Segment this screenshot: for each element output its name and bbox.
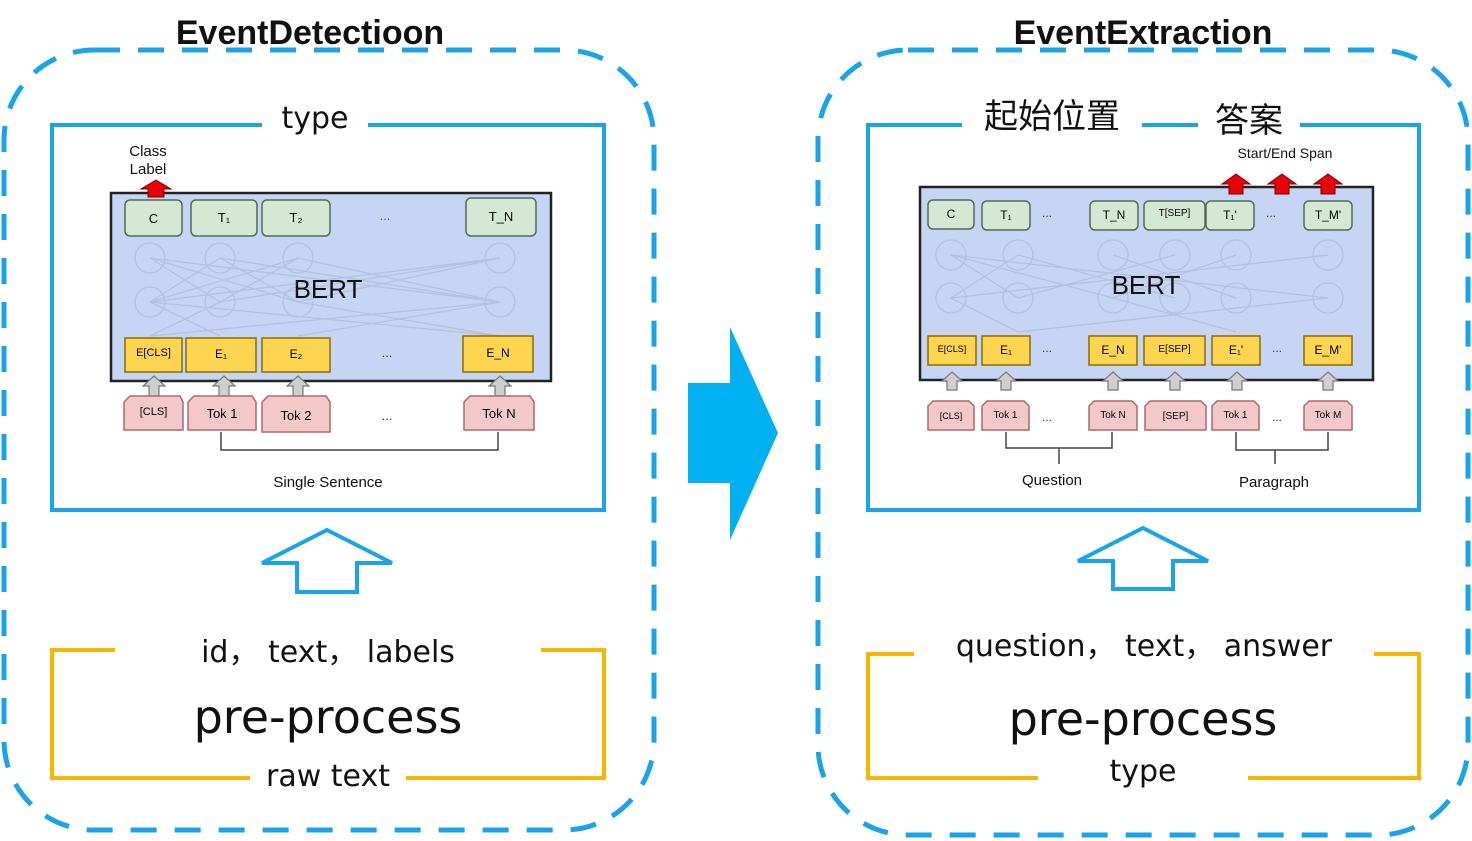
left-flow-up-arrow <box>261 527 393 594</box>
left-bert-label: BERT <box>293 274 363 304</box>
right-token-p1: Tok 1 <box>1223 410 1248 421</box>
right-embedding-boxes <box>927 335 1353 366</box>
right-flow-up-arrow <box>1077 525 1209 591</box>
left-token-boxes <box>123 395 535 433</box>
right-bert-label: BERT <box>1111 270 1181 300</box>
right-start-position-label: 起始位置 <box>962 100 1142 134</box>
start-end-span-label: Start/End Span <box>1237 145 1333 161</box>
right-output-tm-prime: T_M' <box>1314 208 1342 222</box>
event-extraction-title: EventExtraction <box>1013 14 1273 52</box>
right-embed-en: E_N <box>1101 343 1125 357</box>
left-output-boxes <box>124 197 537 237</box>
paragraph-caption: Paragraph <box>1238 474 1310 491</box>
left-token-cls: [CLS] <box>139 406 168 418</box>
left-embed-e1: E₁ <box>214 347 228 361</box>
right-token-qn: Tok N <box>1100 410 1126 421</box>
right-token-q1: Tok 1 <box>993 410 1018 421</box>
right-token-boxes <box>927 400 1353 431</box>
right-output-t1-prime: T₁' <box>1223 208 1237 222</box>
left-embed-e2: E₂ <box>289 347 303 361</box>
left-output-tn: T_N <box>488 209 514 224</box>
right-type-label: type <box>1038 757 1248 787</box>
question-caption: Question <box>1021 472 1083 489</box>
left-class-label-arrow <box>139 179 173 198</box>
left-input-fields: id， text， labels <box>115 638 541 668</box>
event-detection-panel <box>1 47 657 833</box>
right-embed-e1: E₁ <box>999 343 1013 357</box>
event-detection-title: EventDetectioon <box>175 14 445 52</box>
right-output-tn: T_N <box>1102 208 1126 222</box>
left-bert-network <box>134 242 516 337</box>
left-embed-en: E_N <box>486 346 510 360</box>
right-input-fields: question， text， answer <box>914 632 1374 662</box>
left-output-ellipsis: ... <box>379 208 391 223</box>
right-token-pm: Tok M <box>1314 410 1342 421</box>
single-sentence-caption: Single Sentence <box>273 474 383 491</box>
right-embed-e1-prime: E₁' <box>1228 343 1244 357</box>
left-input-arrows <box>141 375 513 397</box>
left-sentence-bracket <box>220 432 499 451</box>
right-token-cls: [CLS] <box>939 411 963 421</box>
right-output-c: C <box>946 207 956 221</box>
right-output-ellipsis-2: ... <box>1265 206 1276 220</box>
paragraph-bracket <box>1235 432 1329 451</box>
transition-arrow <box>688 327 778 540</box>
right-embed-ellipsis-2: ... <box>1271 341 1282 355</box>
right-embed-esep: E[SEP] <box>1158 344 1191 355</box>
right-output-boxes <box>927 199 1353 231</box>
left-embedding-boxes <box>124 335 534 373</box>
right-token-sep: [SEP] <box>1162 411 1189 422</box>
right-input-arrows <box>940 371 1340 391</box>
question-bracket <box>1005 432 1113 449</box>
right-token-ellipsis-1: ... <box>1041 410 1052 424</box>
left-token-ellipsis: ... <box>381 408 393 423</box>
span-arrows <box>1220 173 1344 195</box>
left-token-1: Tok 1 <box>206 406 238 421</box>
left-output-t2: T₂ <box>289 210 303 225</box>
right-answer-label: 答案 <box>1198 104 1300 138</box>
class-label-text: Class Label <box>129 143 167 178</box>
right-bert-network <box>935 239 1344 333</box>
right-preprocess-label: pre-process <box>1008 692 1278 746</box>
right-token-ellipsis-2: ... <box>1271 410 1282 424</box>
right-embed-em-prime: E_M' <box>1314 343 1342 357</box>
left-token-n: Tok N <box>482 406 516 421</box>
left-embed-cls: E[CLS] <box>136 347 171 359</box>
left-output-type-label: type <box>262 104 368 134</box>
event-extraction-panel <box>815 47 1471 838</box>
right-embed-ellipsis-1: ... <box>1041 341 1052 355</box>
left-output-c: C <box>148 211 159 226</box>
right-output-t1: T₁ <box>1000 208 1012 222</box>
right-output-tsep: T[SEP] <box>1158 208 1191 219</box>
left-token-2: Tok 2 <box>280 408 312 423</box>
right-output-ellipsis-1: ... <box>1041 206 1052 220</box>
left-output-t1: T₁ <box>217 210 231 225</box>
left-embed-ellipsis: ... <box>381 345 393 360</box>
right-model-frame <box>866 123 1421 512</box>
left-preprocess-label: pre-process <box>193 690 463 744</box>
right-embed-cls: E[CLS] <box>937 344 967 354</box>
left-raw-text-label: raw text <box>250 762 406 792</box>
